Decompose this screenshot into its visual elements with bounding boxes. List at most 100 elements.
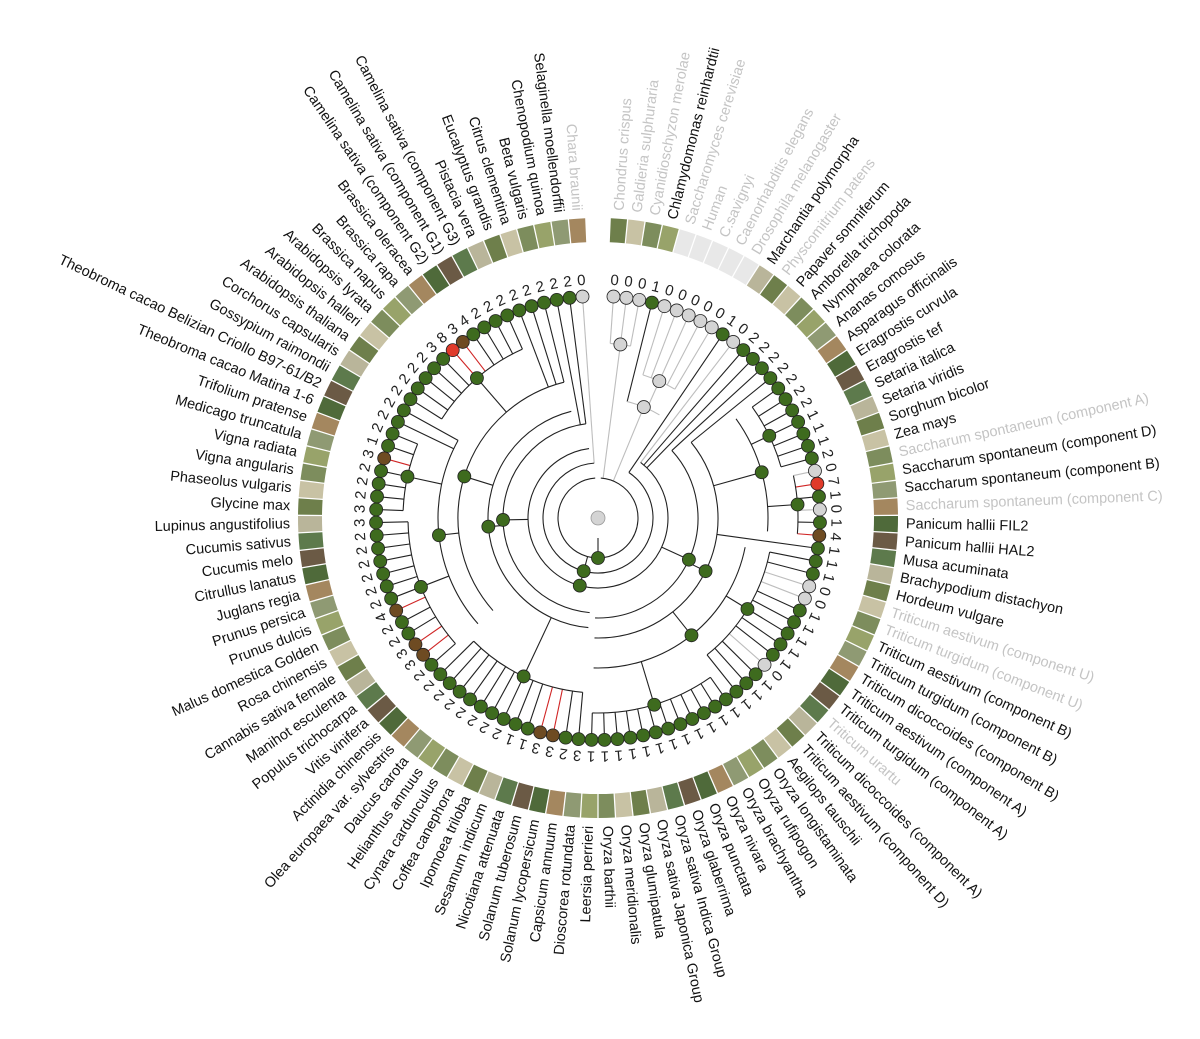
leaf-branch [760, 580, 806, 600]
leaf-node [801, 438, 815, 453]
species-label: Leersia perrieri [578, 826, 597, 923]
species-photo-tile [534, 221, 555, 249]
species-photo-tile [529, 786, 550, 814]
internal-node [652, 374, 667, 388]
species-photo-tile [835, 365, 865, 391]
leaf-node [562, 290, 577, 305]
gene-count: 2 [355, 559, 373, 570]
leaf-node [452, 684, 467, 699]
gene-count: 2 [507, 286, 521, 305]
root-node [590, 510, 606, 526]
leaf-branch [515, 680, 534, 725]
clade-stem [476, 377, 507, 413]
leaf-node [657, 299, 672, 314]
species-photo-tile [310, 595, 338, 619]
gene-count: 1 [727, 703, 744, 722]
gene-count: 1 [587, 747, 596, 764]
gene-count: 0 [810, 597, 829, 611]
leaf-node [512, 303, 527, 318]
gene-count: 1 [650, 278, 662, 297]
species-photo-tile [463, 764, 488, 793]
leaf-node [704, 320, 719, 335]
gene-count: 0 [815, 585, 834, 598]
species-photo-tile [657, 225, 679, 253]
leaf-node [473, 699, 488, 714]
leaf-node [661, 721, 676, 736]
leaf-branch [640, 341, 734, 463]
leaf-node [376, 566, 391, 581]
leaf-node [496, 712, 511, 726]
gene-count: 1 [819, 572, 838, 584]
species-photo-tile [404, 729, 432, 758]
internal-node [470, 371, 484, 386]
internal-node [790, 497, 805, 512]
leaf-branch [543, 302, 565, 383]
leaf-branch [459, 654, 490, 692]
leaf-node [748, 667, 763, 682]
gene-count: 3 [544, 742, 556, 760]
leaf-branch [629, 299, 640, 347]
species-photo-tile [479, 771, 503, 800]
leaf-node [427, 361, 442, 376]
gene-count: 2 [782, 371, 801, 388]
species-photo-tile [870, 548, 897, 568]
species-photo-tile [551, 219, 571, 246]
internal-node [576, 564, 591, 579]
leaf-node [390, 414, 405, 429]
gene-count: 2 [368, 421, 387, 435]
species-photo-tile [447, 756, 473, 786]
leaf-node [584, 733, 599, 747]
leaf-node [424, 657, 439, 672]
gene-count: 2 [481, 297, 496, 316]
gene-count: 2 [477, 718, 492, 737]
leaf-node [708, 699, 723, 714]
leaf-node [477, 320, 492, 335]
leaf-node [597, 733, 612, 747]
gene-count: 8 [434, 329, 451, 347]
species-photo-tile [581, 793, 598, 818]
internal-node [684, 628, 699, 643]
species-photo-tile [772, 285, 801, 315]
species-photo-tile [678, 777, 701, 806]
species-photo-tile [845, 626, 874, 651]
leaf-node [812, 489, 826, 504]
leaf-node [802, 579, 817, 594]
species-photo-tile [625, 219, 645, 246]
species-photo-tile [856, 412, 885, 436]
gene-count: 3 [351, 518, 368, 527]
gene-count: 0 [577, 272, 587, 290]
leaf-node [606, 289, 621, 304]
leaf-branch [764, 571, 810, 587]
leaf-node [785, 403, 800, 418]
gene-count: 2 [395, 371, 414, 388]
internal-node [481, 519, 496, 534]
gene-count: 1 [822, 559, 840, 570]
leaf-node [778, 392, 793, 407]
species-photo-tile [360, 322, 389, 350]
leaf-branch [642, 306, 665, 376]
internal-node [740, 602, 755, 616]
internal-node [516, 669, 531, 684]
leaf-node [810, 476, 825, 491]
leaf-branch [706, 654, 737, 692]
gene-count: 2 [489, 724, 504, 743]
gene-count: 0 [827, 504, 844, 513]
internal-node [414, 580, 428, 594]
species-photo-tile [437, 256, 464, 285]
leaf-branch [747, 608, 788, 634]
species-photo-tile [298, 515, 323, 533]
species-photo-tile [324, 380, 353, 406]
species-photo-tile [630, 789, 650, 816]
leaf-node [808, 554, 823, 569]
gene-count: 1 [627, 744, 638, 762]
species-photo-tile [546, 789, 566, 816]
leaf-node [780, 626, 795, 641]
gene-count: 1 [799, 622, 818, 637]
leaf-node [739, 676, 754, 691]
leaf-node [673, 717, 688, 732]
internal-node [572, 578, 587, 593]
leaf-node [377, 451, 392, 466]
species-photo-tile [422, 265, 450, 294]
gene-count: 0 [610, 272, 620, 290]
